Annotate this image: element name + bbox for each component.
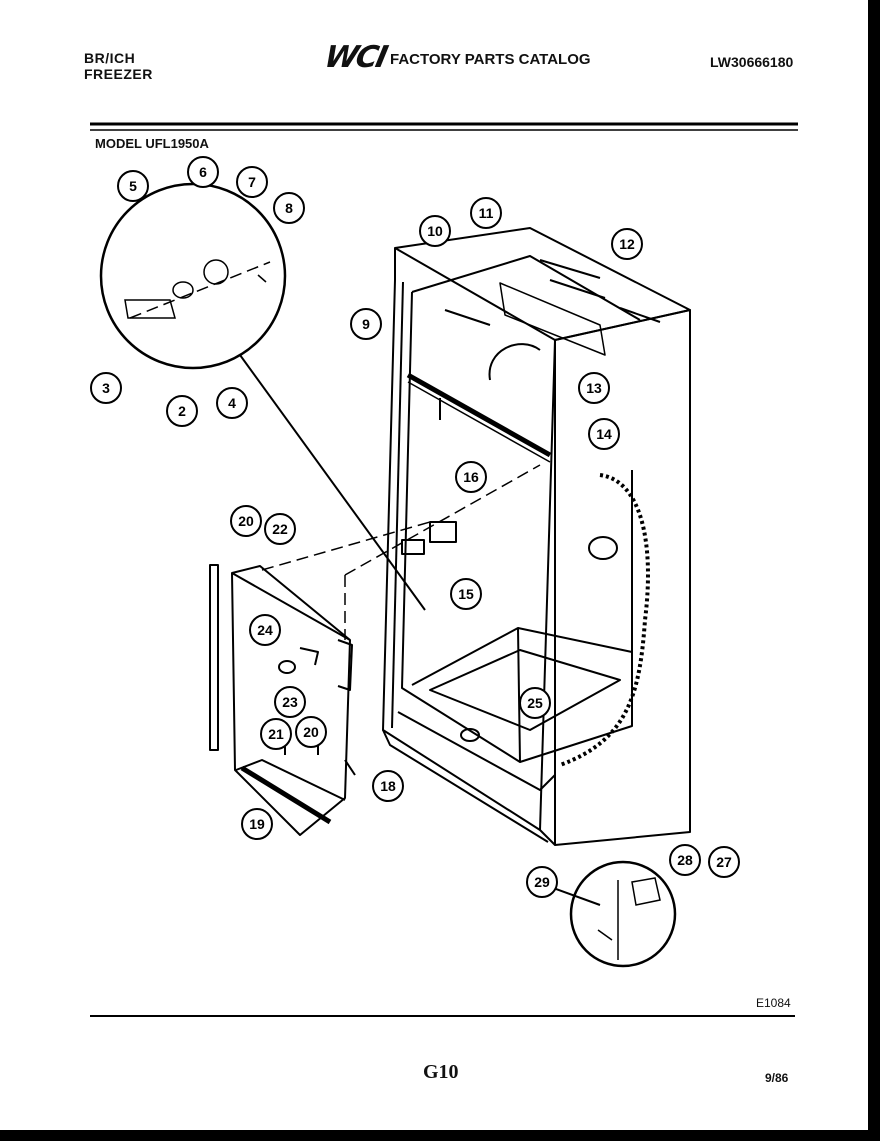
document-number: LW30666180	[710, 54, 794, 70]
svg-text:16: 16	[463, 469, 479, 485]
callout-20-bottom: 20	[295, 716, 327, 748]
product-type: FREEZER	[84, 66, 153, 82]
callout-29: 29	[526, 866, 558, 898]
svg-text:23: 23	[282, 694, 298, 710]
callout-9: 9	[350, 308, 382, 340]
svg-text:28: 28	[677, 852, 693, 868]
callout-24: 24	[249, 614, 281, 646]
detail-magnifier-top	[99, 182, 287, 370]
callout-4: 4	[216, 387, 248, 419]
callout-16: 16	[455, 461, 487, 493]
svg-text:12: 12	[619, 236, 635, 252]
svg-text:20: 20	[238, 513, 254, 529]
svg-text:19: 19	[249, 816, 265, 832]
callout-27: 27	[708, 846, 740, 878]
svg-text:21: 21	[268, 726, 284, 742]
callout-12: 12	[611, 228, 643, 260]
freezer-cabinet	[382, 227, 691, 846]
date-code: 9/86	[765, 1071, 789, 1085]
svg-text:24: 24	[257, 622, 273, 638]
svg-text:7: 7	[248, 174, 256, 190]
svg-text:3: 3	[102, 380, 110, 396]
callout-11: 11	[470, 197, 502, 229]
svg-text:9: 9	[362, 316, 370, 332]
callout-22: 22	[264, 513, 296, 545]
rear-panel-assembly	[209, 564, 356, 836]
svg-text:25: 25	[527, 695, 543, 711]
svg-text:29: 29	[534, 874, 550, 890]
detail-magnifier-bottom	[569, 860, 677, 968]
callout-14: 14	[588, 418, 620, 450]
exploded-parts-diagram: 5 6 7 8 3 2 4 10 11 12 9 13 14 16 15 20 …	[90, 122, 798, 1017]
callout-25: 25	[519, 687, 551, 719]
callout-18: 18	[372, 770, 404, 802]
model-number: MODEL UFL1950A	[95, 136, 209, 151]
svg-text:15: 15	[458, 586, 474, 602]
brand-name: BR/ICH	[84, 50, 136, 66]
callout-28: 28	[669, 844, 701, 876]
svg-text:11: 11	[479, 205, 494, 221]
svg-text:5: 5	[129, 178, 137, 194]
svg-text:20: 20	[303, 724, 319, 740]
detail-parts	[124, 259, 661, 960]
svg-text:27: 27	[716, 854, 732, 870]
callout-5: 5	[117, 170, 149, 202]
callout-23: 23	[274, 686, 306, 718]
callout-19: 19	[241, 808, 273, 840]
svg-text:8: 8	[285, 200, 293, 216]
page-number: G10	[423, 1061, 459, 1083]
callout-3: 3	[90, 372, 122, 404]
callout-2: 2	[166, 395, 198, 427]
svg-text:14: 14	[596, 426, 612, 442]
callout-15: 15	[450, 578, 482, 610]
svg-text:2: 2	[178, 403, 186, 419]
callout-6: 6	[187, 156, 219, 188]
callout-7: 7	[236, 166, 268, 198]
svg-text:6: 6	[199, 164, 207, 180]
svg-text:4: 4	[228, 395, 236, 411]
callout-21: 21	[260, 718, 292, 750]
callout-10: 10	[419, 215, 451, 247]
callout-13: 13	[578, 372, 610, 404]
figure-code: E1084	[756, 996, 791, 1010]
svg-text:10: 10	[427, 223, 443, 239]
callout-8: 8	[273, 192, 305, 224]
catalog-title: FACTORY PARTS CATALOG	[390, 51, 591, 68]
svg-text:13: 13	[586, 380, 602, 396]
svg-text:22: 22	[272, 521, 288, 537]
callout-20-top: 20	[230, 505, 262, 537]
leader-lines	[129, 261, 541, 640]
catalog-page: BR/ICH FREEZER WCI FACTORY PARTS CATALOG…	[0, 0, 868, 1130]
svg-text:18: 18	[380, 778, 396, 794]
